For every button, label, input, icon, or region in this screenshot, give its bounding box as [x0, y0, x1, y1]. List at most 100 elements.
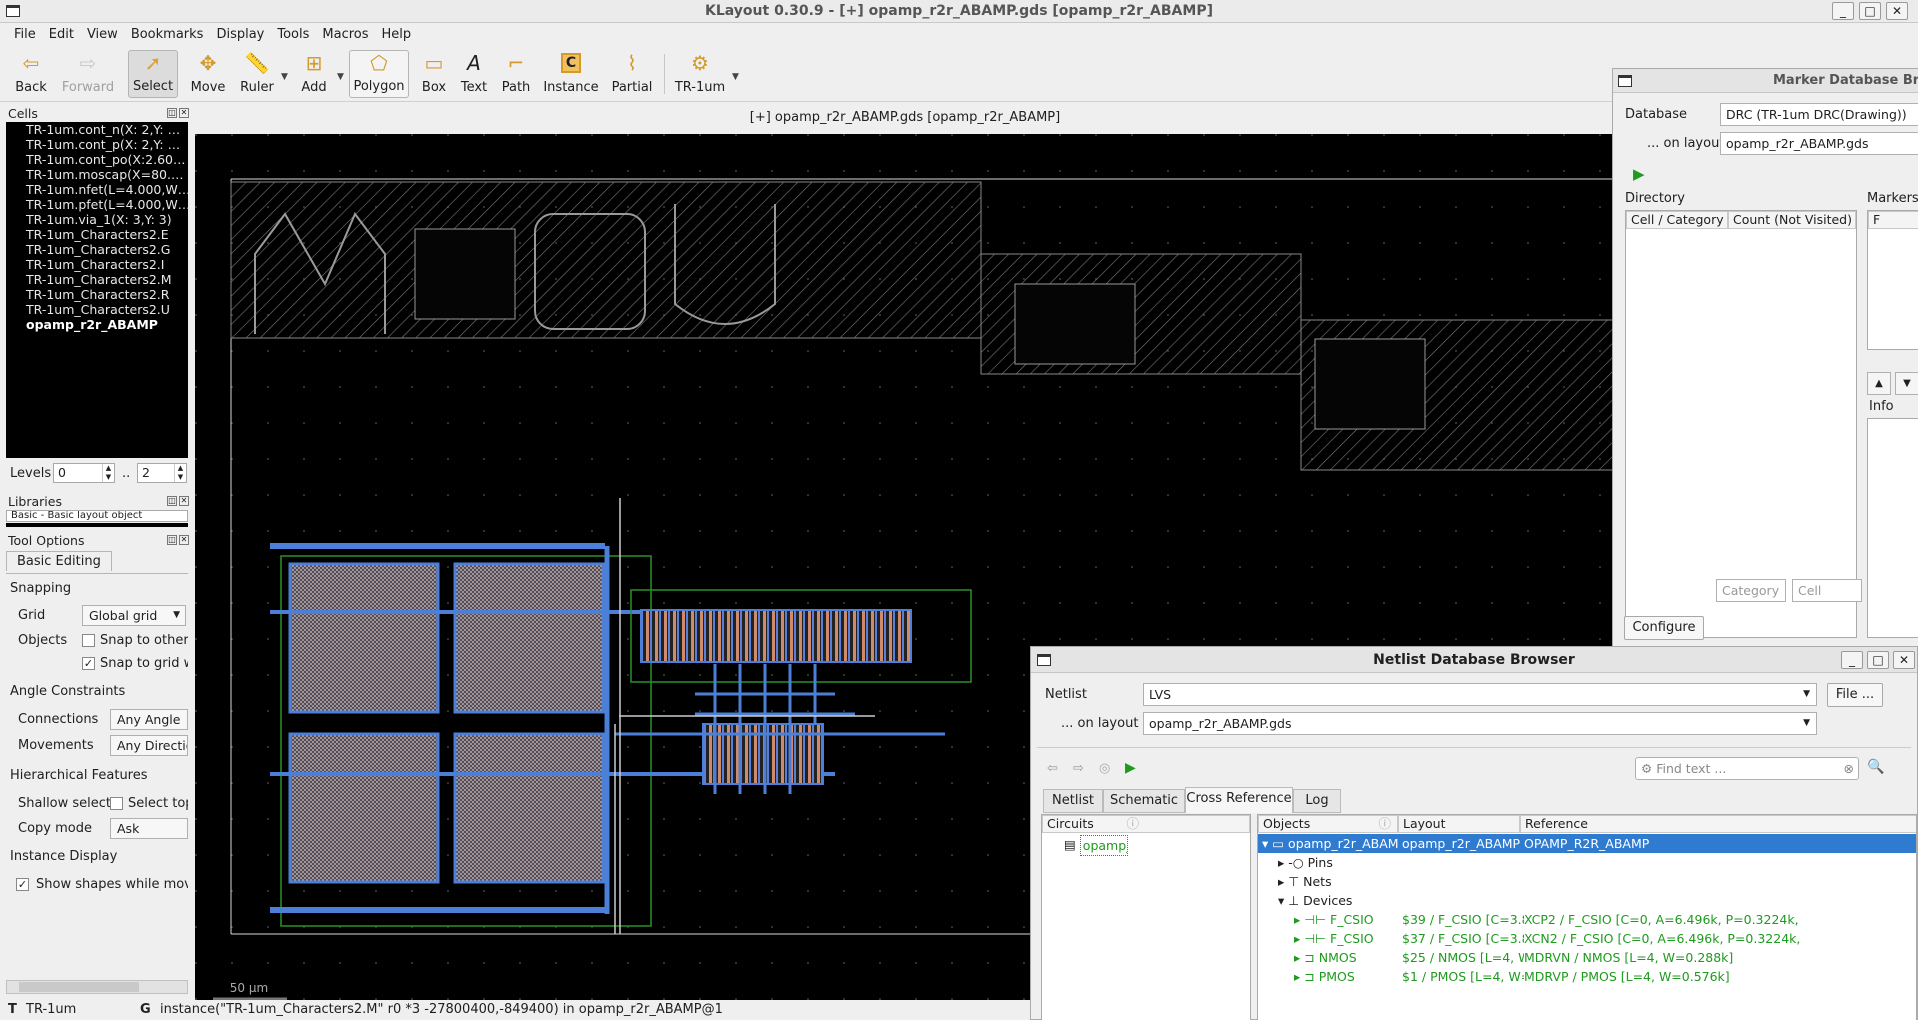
- ruler-button[interactable]: 📏 Ruler: [236, 50, 278, 98]
- back-button[interactable]: ⇦ Back: [10, 50, 52, 98]
- directory-tree[interactable]: [1625, 210, 1857, 638]
- instance-mode-button[interactable]: C Instance: [540, 50, 602, 98]
- circuit-row[interactable]: ▾ ▭ opamp_r2r_ABAMP opamp_r2r_ABAMP OPAM…: [1258, 834, 1916, 853]
- levels-to-spinbox[interactable]: 2▲▼: [137, 463, 187, 483]
- markers-list[interactable]: [1867, 210, 1918, 350]
- connections-select[interactable]: Any Angle: [110, 709, 188, 730]
- clear-icon[interactable]: ⊗: [1843, 761, 1854, 776]
- menu-tools[interactable]: Tools: [277, 27, 310, 42]
- technology-button[interactable]: ⚙ TR-1um: [672, 50, 728, 98]
- tab-schematic[interactable]: Schematic: [1103, 789, 1185, 813]
- polygon-mode-button[interactable]: ⬠ Polygon: [349, 50, 409, 98]
- find-text-input[interactable]: ⚙ Find text ... ⊗: [1635, 757, 1859, 780]
- run-play-icon[interactable]: ▶: [1125, 760, 1136, 776]
- expand-icon[interactable]: ▸ ⊣⊢ F_CSIO: [1294, 912, 1374, 927]
- levels-from-spinbox[interactable]: 0▲▼: [53, 463, 115, 483]
- stop-icon[interactable]: ◎: [1099, 761, 1111, 776]
- menu-display[interactable]: Display: [216, 27, 265, 42]
- partial-mode-button[interactable]: ⌇ Partial: [608, 50, 656, 98]
- cell-item[interactable]: TR-1um.cont_p(X: 2,Y: …: [26, 137, 181, 152]
- expand-icon[interactable]: ▸: [1278, 874, 1285, 889]
- horizontal-scrollbar[interactable]: [6, 980, 188, 994]
- expand-icon[interactable]: ▸ ⊣⊢ F_CSIO: [1294, 931, 1374, 946]
- cell-item[interactable]: TR-1um.nfet(L=4.000,W…: [26, 182, 188, 197]
- category-filter-input[interactable]: Category: [1716, 579, 1786, 602]
- window-icon[interactable]: [1618, 75, 1632, 87]
- spin-arrows-icon[interactable]: ▲▼: [174, 464, 186, 482]
- ruler-dropdown-icon[interactable]: ▼: [281, 72, 288, 82]
- scrollbar-thumb[interactable]: [19, 982, 139, 992]
- nav-forward-icon[interactable]: ⇨: [1073, 761, 1084, 776]
- pins-row[interactable]: ▸ -○ Pins: [1278, 853, 1333, 872]
- column-markers[interactable]: F: [1868, 211, 1918, 229]
- netlist-layout-select[interactable]: opamp_r2r_ABAMP.gds▼: [1143, 712, 1817, 735]
- float-icon[interactable]: ◫: [167, 535, 177, 545]
- layout-header[interactable]: Layout: [1398, 815, 1520, 833]
- run-play-icon[interactable]: ▶: [1633, 165, 1645, 183]
- cell-item[interactable]: TR-1um_Characters2.I: [26, 257, 165, 272]
- file-menu-button[interactable]: File ...: [1827, 683, 1883, 707]
- column-count[interactable]: Count (Not Visited) - V: [1728, 211, 1856, 229]
- search-icon[interactable]: 🔍: [1867, 759, 1885, 775]
- app-window-icon[interactable]: [6, 5, 20, 17]
- cell-tree[interactable]: TR-1um.cont_n(X: 2,Y: … TR-1um.cont_p(X:…: [6, 122, 188, 458]
- marker-up-button[interactable]: ▲: [1867, 372, 1891, 395]
- configure-button[interactable]: Configure: [1624, 616, 1704, 640]
- close-icon[interactable]: ✕: [179, 535, 189, 545]
- minimize-button[interactable]: _: [1832, 2, 1854, 20]
- menu-edit[interactable]: Edit: [48, 27, 74, 42]
- select-top-checkbox[interactable]: [110, 797, 123, 810]
- add-button[interactable]: ⊞ Add: [294, 50, 334, 98]
- cell-item[interactable]: TR-1um.moscap(X=80.…: [26, 167, 184, 182]
- cell-item[interactable]: TR-1um_Characters2.M: [26, 272, 172, 287]
- snap-grid-checkbox[interactable]: ✓: [82, 657, 95, 670]
- cell-item[interactable]: TR-1um_Characters2.R: [26, 287, 170, 302]
- circuit-item[interactable]: ▤ opamp_r2r_ABAMP: [1064, 835, 1128, 856]
- menu-macros[interactable]: Macros: [322, 27, 369, 42]
- cell-item[interactable]: TR-1um_Characters2.U: [26, 302, 170, 317]
- add-dropdown-icon[interactable]: ▼: [337, 72, 344, 82]
- devices-row[interactable]: ▾ ⊥ Devices: [1278, 891, 1352, 910]
- technology-dropdown-icon[interactable]: ▼: [732, 72, 739, 82]
- tab-netlist[interactable]: Netlist: [1043, 789, 1103, 813]
- cell-item[interactable]: TR-1um.cont_po(X:2.60…: [26, 152, 186, 167]
- tab-cross-reference[interactable]: Cross Reference: [1185, 787, 1293, 813]
- select-mode-button[interactable]: ➚ Select: [128, 50, 178, 98]
- close-button[interactable]: ✕: [1886, 2, 1908, 20]
- cell-item[interactable]: TR-1um_Characters2.E: [26, 227, 169, 242]
- database-select[interactable]: DRC (TR-1um DRC(Drawing)): [1720, 103, 1918, 126]
- minimize-button[interactable]: _: [1841, 651, 1863, 669]
- snap-other-checkbox[interactable]: [82, 634, 95, 647]
- float-icon[interactable]: ◫: [167, 108, 177, 118]
- top-cell-item[interactable]: opamp_r2r_ABAMP: [26, 317, 158, 332]
- close-icon[interactable]: ✕: [179, 496, 189, 506]
- nav-back-icon[interactable]: ⇦: [1047, 761, 1058, 776]
- marker-layout-select[interactable]: opamp_r2r_ABAMP.gds: [1720, 132, 1918, 155]
- device-row[interactable]: ▸ ⊣⊢ F_CSIO $37 / F_CSIO [C=3.8978… XCN2…: [1258, 929, 1916, 948]
- cell-filter-input[interactable]: Cell: [1792, 579, 1862, 602]
- tab-basic-editing[interactable]: Basic Editing: [6, 551, 112, 571]
- window-icon[interactable]: [1037, 654, 1051, 666]
- menu-file[interactable]: File: [14, 27, 36, 42]
- close-button[interactable]: ✕: [1893, 651, 1915, 669]
- expand-icon[interactable]: ▾: [1278, 893, 1285, 908]
- expand-icon[interactable]: ▸: [1278, 855, 1285, 870]
- reference-header[interactable]: Reference: [1520, 815, 1916, 833]
- box-mode-button[interactable]: ▭ Box: [416, 50, 452, 98]
- grid-select[interactable]: Global grid▼: [82, 605, 186, 626]
- column-cell-category[interactable]: Cell / Category: [1626, 211, 1728, 229]
- expand-icon[interactable]: ▸ ⊐ PMOS: [1294, 969, 1355, 984]
- marker-down-button[interactable]: ▼: [1895, 372, 1918, 395]
- maximize-button[interactable]: □: [1859, 2, 1881, 20]
- device-row[interactable]: ▸ ⊐ NMOS $25 / NMOS [L=4, W=0.… MDRVN / …: [1258, 948, 1916, 967]
- expand-icon[interactable]: ▾ ▭ opamp_r2r_ABAMP: [1262, 834, 1398, 853]
- forward-button[interactable]: ⇨ Forward: [60, 50, 116, 98]
- float-icon[interactable]: ◫: [167, 496, 177, 506]
- copy-mode-select[interactable]: Ask: [110, 818, 188, 839]
- spin-arrows-icon[interactable]: ▲▼: [102, 464, 114, 482]
- library-selector[interactable]: Basic - Basic layout object: [6, 510, 188, 522]
- device-row[interactable]: ▸ ⊣⊢ F_CSIO $39 / F_CSIO [C=3.8978… XCP2…: [1258, 910, 1916, 929]
